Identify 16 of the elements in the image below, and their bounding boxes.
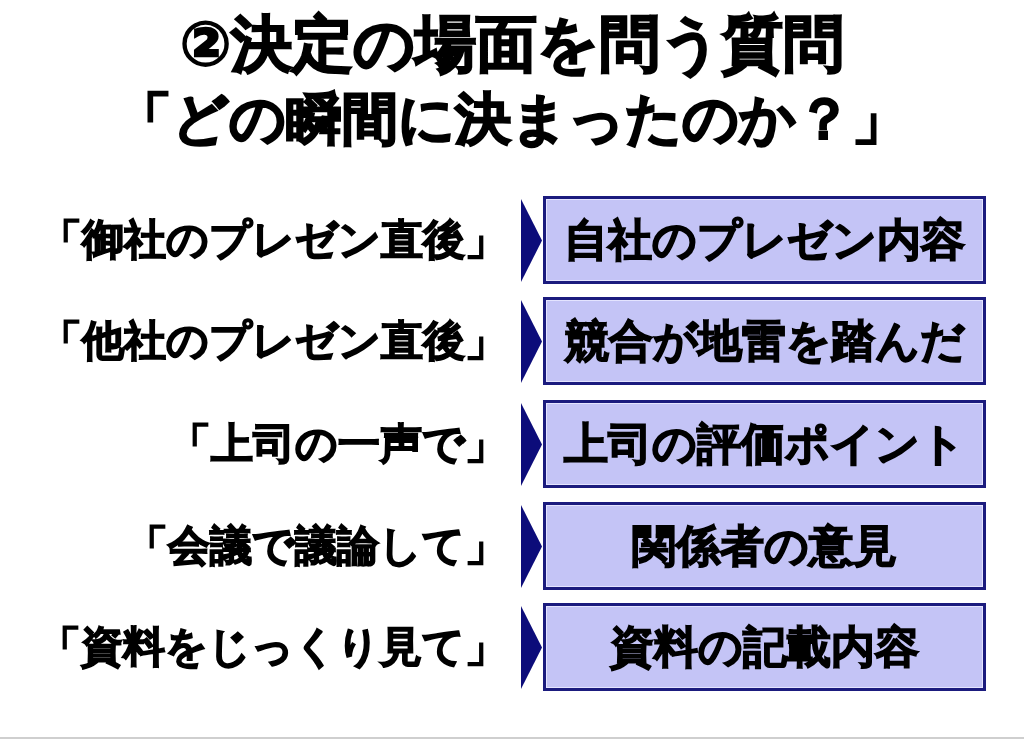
chevron-arrow [521,505,542,588]
quote-text: 「他社のプレゼン直後」 [40,320,507,362]
quote-text: 「会議で議論して」 [126,525,507,567]
quote-text: 「上司の一声で」 [169,423,507,465]
chevron-arrow [521,199,542,282]
chevron-arrow [521,606,542,689]
content-box: 競合が地雷を踏んだ [543,297,986,385]
quote-text: 「資料をじっくり見て」 [39,626,507,668]
subtitle: 「どの瞬間に決まったのか？」 [116,91,908,147]
content-box: 関係者の意見 [543,502,986,590]
quote-text: 「御社のプレゼン直後」 [40,219,507,261]
content-box: 上司の評価ポイント [543,400,986,488]
chevron-arrow [521,403,542,486]
chevron-arrow [521,300,542,383]
content-box: 資料の記載内容 [543,603,986,691]
content-box: 自社のプレゼン内容 [543,196,986,284]
